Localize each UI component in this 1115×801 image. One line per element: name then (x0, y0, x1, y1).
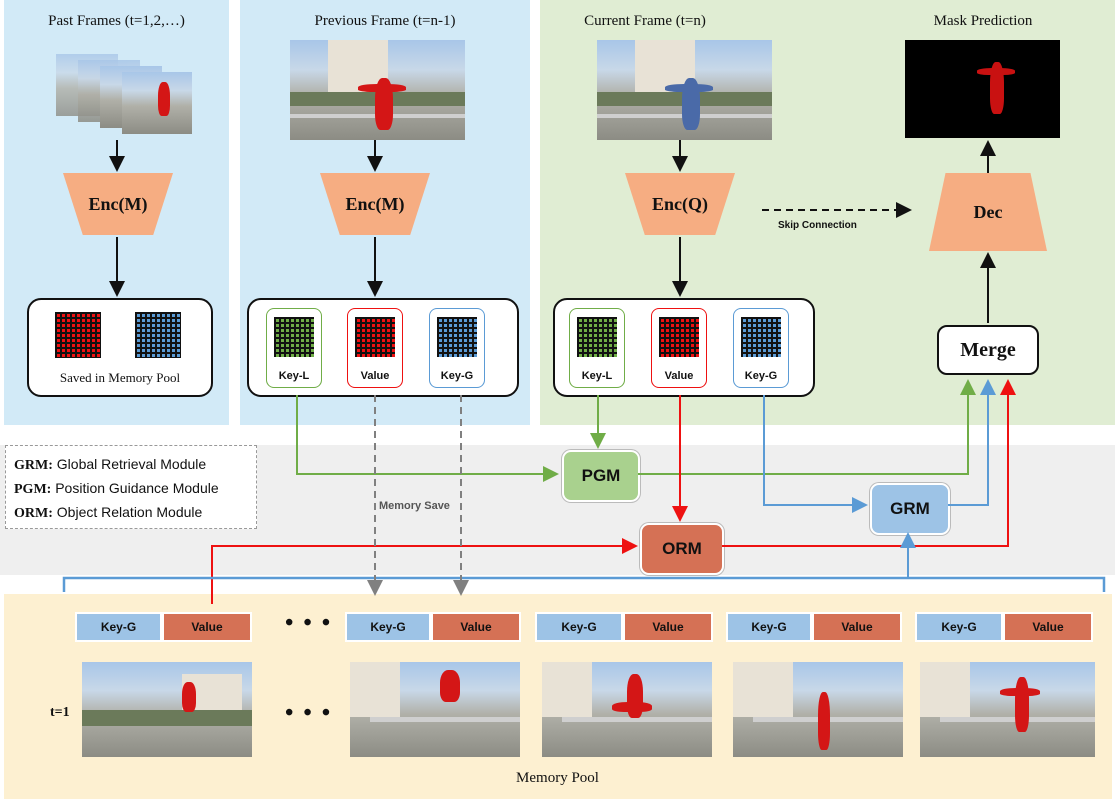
legend-pgm: PGM: Position Guidance Module (14, 480, 219, 497)
legend-grm: GRM: Global Retrieval Module (14, 456, 207, 473)
arrow-prev-key-l-to-pgm (296, 395, 559, 482)
module-legend: GRM: Global Retrieval Module PGM: Positi… (5, 445, 257, 529)
current-frame-title: Current Frame (t=n) (584, 13, 706, 29)
current-features-box: Key-L Value Key-G (553, 298, 815, 397)
pool-value-cell: Value (1003, 612, 1093, 642)
key-g-grid-icon (437, 317, 477, 357)
pool-frame-image (542, 662, 712, 757)
pgm-module: PGM (562, 450, 640, 502)
pool-key-g-cell: Key-G (535, 612, 623, 642)
mask-prediction-title: Mask Prediction (933, 13, 1033, 29)
pool-value-cell: Value (623, 612, 713, 642)
pool-key-g-cell: Key-G (345, 612, 431, 642)
pool-value-cell: Value (162, 612, 252, 642)
key-l-label: Key-L (278, 370, 310, 382)
current-encoder: Enc(Q) (625, 173, 735, 235)
pool-key-g-cell: Key-G (75, 612, 162, 642)
previous-key-g-card: Key-G (429, 308, 485, 388)
saved-in-memory-pool-label: Saved in Memory Pool (59, 370, 181, 385)
pool-value-cell: Value (431, 612, 521, 642)
value-label: Value (664, 370, 694, 382)
previous-encoder: Enc(M) (320, 173, 430, 235)
key-g-label: Key-G (440, 370, 474, 382)
arrow-pgm-to-merge (638, 379, 976, 475)
key-l-grid-icon (577, 317, 617, 357)
mask-prediction-image (905, 40, 1060, 138)
key-g-grid-icon (741, 317, 781, 357)
time-label: t=1 (50, 705, 70, 720)
arrow-pool-value-to-orm (211, 538, 638, 604)
memory-pool-title: Memory Pool (516, 770, 599, 786)
pool-key-g-cell: Key-G (915, 612, 1003, 642)
pool-frame-image (733, 662, 903, 757)
value-grid-icon (659, 317, 699, 357)
pool-frame-image (350, 662, 520, 757)
memory-pool-slot-1: Key-G Value (75, 612, 258, 642)
pool-ellipsis-bottom: • • • (285, 700, 333, 726)
arrow-grm-to-merge (948, 379, 996, 506)
pool-frame-image (920, 662, 1095, 757)
pool-key-g-cell: Key-G (726, 612, 812, 642)
arrow-orm-to-merge (722, 379, 1016, 547)
past-frames-title: Past Frames (t=1,2,…) (48, 13, 185, 29)
key-l-grid-icon (274, 317, 314, 357)
decoder: Dec (929, 173, 1047, 251)
current-value-card: Value (651, 308, 707, 388)
current-key-g-card: Key-G (733, 308, 789, 388)
previous-value-card: Value (347, 308, 403, 388)
grm-module: GRM (870, 483, 950, 535)
orm-module: ORM (640, 523, 724, 575)
current-key-l-card: Key-L (569, 308, 625, 388)
pool-ellipsis-top: • • • (285, 610, 333, 636)
past-features-box: Saved in Memory Pool (27, 298, 213, 397)
value-label: Value (360, 370, 390, 382)
current-frame-image (597, 40, 772, 140)
memory-pool-bracket (62, 576, 1106, 592)
memory-pool-slot-3: Key-G Value (535, 612, 717, 642)
key-l-label: Key-L (581, 370, 613, 382)
memory-pool-slot-5: Key-G Value (915, 612, 1097, 642)
pool-value-cell: Value (812, 612, 902, 642)
memory-save-label: Memory Save (379, 500, 450, 512)
pool-frame-image (82, 662, 252, 757)
arrow-curr-key-g-to-grm (763, 395, 868, 513)
value-grid-icon (55, 312, 101, 358)
key-g-label: Key-G (744, 370, 778, 382)
skip-connection-label: Skip Connection (778, 220, 857, 231)
previous-frame-image (290, 40, 465, 140)
merge-box: Merge (937, 325, 1039, 375)
previous-features-box: Key-L Value Key-G (247, 298, 519, 397)
previous-frame-title: Previous Frame (t=n-1) (314, 13, 456, 29)
past-frames-stack-image (56, 52, 206, 142)
legend-orm: ORM: Object Relation Module (14, 504, 203, 521)
previous-key-l-card: Key-L (266, 308, 322, 388)
key-grid-icon (135, 312, 181, 358)
memory-pool-slot-2: Key-G Value (345, 612, 525, 642)
past-encoder: Enc(M) (63, 173, 173, 235)
memory-pool-slot-4: Key-G Value (726, 612, 906, 642)
value-grid-icon (355, 317, 395, 357)
